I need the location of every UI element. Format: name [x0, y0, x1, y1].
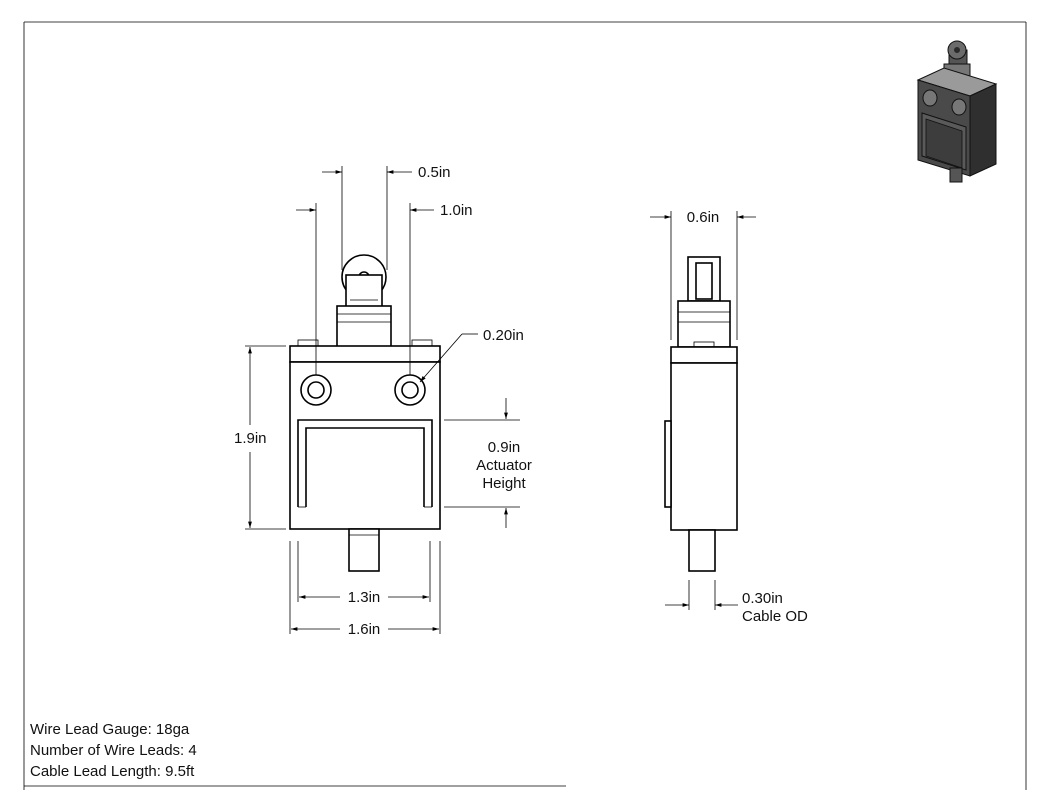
spec-notes: Wire Lead Gauge: 18ga Number of Wire Lea…	[30, 721, 197, 780]
side-plunger-collar	[677, 300, 731, 348]
spec-cable-length: Cable Lead Length: 9.5ft	[30, 763, 195, 780]
dim-depth: 0.6in	[687, 209, 720, 226]
dim-hole-diameter-leader	[419, 333, 463, 383]
front-view: 0.5in 1.0in 0.20in 1.9in 0.9in Actuator …	[234, 164, 532, 638]
isometric-view	[916, 40, 998, 183]
dim-hole-diameter: 0.20in	[483, 327, 524, 344]
spec-wire-leads: Number of Wire Leads: 4	[30, 742, 197, 759]
side-cable	[688, 529, 716, 572]
sheet-border	[23, 21, 1027, 790]
top-cap	[289, 345, 441, 363]
side-actuator-plate	[664, 420, 672, 508]
dim-body-height: 1.9in	[234, 430, 267, 447]
dim-actuator-height-value: 0.9in	[488, 439, 521, 456]
roller-fork	[345, 274, 383, 308]
plunger-collar	[336, 305, 392, 348]
dim-actuator-height-label-2: Height	[482, 475, 526, 492]
dim-body-width: 1.6in	[348, 621, 381, 638]
cable	[348, 528, 380, 572]
side-body	[670, 362, 738, 531]
dim-roller-width: 0.5in	[418, 164, 451, 181]
side-view: 0.6in 0.30in Cable OD	[650, 209, 808, 625]
dim-inner-width: 1.3in	[348, 589, 381, 606]
switch-body	[289, 361, 441, 530]
dim-mount-spacing: 1.0in	[440, 202, 473, 219]
spec-wire-gauge: Wire Lead Gauge: 18ga	[30, 721, 190, 738]
dim-actuator-height-label-1: Actuator	[476, 457, 532, 474]
dim-cable-od-label: Cable OD	[742, 608, 808, 625]
actuator-window	[297, 419, 433, 507]
side-top-cap	[670, 346, 738, 364]
dim-cable-od-value: 0.30in	[742, 590, 783, 607]
